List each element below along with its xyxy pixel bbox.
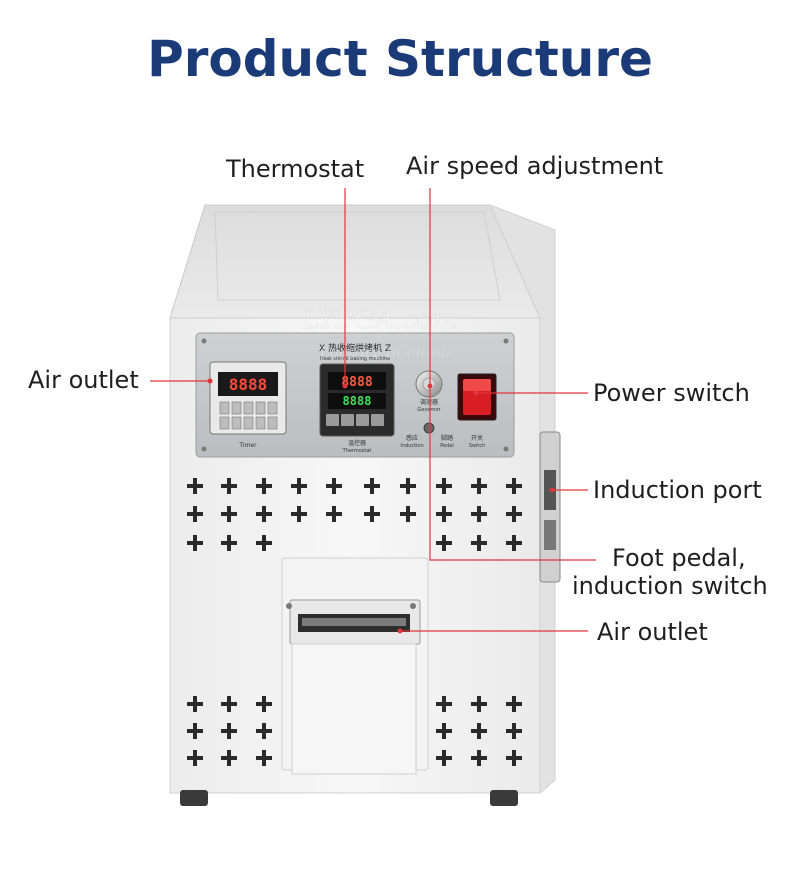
label-air-outlet-bottom: Air outlet — [597, 618, 708, 646]
thermostat-label-en: Thermostat — [342, 448, 372, 454]
label-power-switch: Power switch — [593, 379, 750, 407]
vent-cross — [506, 506, 522, 522]
vent-cross — [256, 723, 272, 739]
watermark-line1: LYBGA.com — [301, 305, 457, 335]
watermark: LYBGA.com Factory in china — [301, 305, 458, 362]
vent-cross — [364, 478, 380, 494]
vent-cross — [471, 535, 487, 551]
governor-label-cn: 调速器 — [420, 398, 438, 406]
label-air-outlet-left: Air outlet — [28, 366, 139, 394]
vent-cross — [506, 478, 522, 494]
vent-cross — [256, 750, 272, 766]
vent-cross — [221, 696, 237, 712]
vent-cross — [221, 535, 237, 551]
machine-feet — [180, 790, 518, 806]
vent-cross — [326, 478, 342, 494]
vent-cross — [187, 535, 203, 551]
timer-display: 8888 — [229, 375, 268, 394]
vent-cross — [221, 750, 237, 766]
pedal-label-cn: 脚踏 — [441, 434, 453, 442]
vent-cross — [221, 478, 237, 494]
vent-cross — [436, 506, 452, 522]
vent-cross — [256, 535, 272, 551]
timer-label: Timer — [238, 442, 257, 449]
vent-cross — [506, 723, 522, 739]
vent-cross — [436, 723, 452, 739]
page-title: Product Structure — [147, 30, 653, 88]
callout-lines — [150, 188, 596, 634]
machine-title: X 热收缩烘烤机 Z — [319, 342, 391, 354]
vent-cross — [471, 696, 487, 712]
vent-cross — [471, 506, 487, 522]
label-thermostat: Thermostat — [226, 155, 365, 183]
label-foot-pedal: Foot pedal, — [612, 544, 746, 572]
timer: 8888 Timer — [209, 361, 287, 449]
vent-cross — [187, 506, 203, 522]
vent-cross — [187, 750, 203, 766]
vent-cross — [506, 750, 522, 766]
air-outlet-nozzle — [281, 557, 429, 775]
vent-cross — [256, 506, 272, 522]
machine-subtitle: Heat shrink baking machine — [320, 356, 390, 362]
vent-cross — [436, 696, 452, 712]
mode-selector: 感应 Induction 脚踏 Pedal 开关 Switch — [400, 422, 486, 449]
label-air-speed-adjustment: Air speed adjustment — [406, 152, 664, 180]
control-panel: X 热收缩烘烤机 Z Heat shrink baking machine 88… — [195, 332, 515, 458]
vent-cross — [400, 478, 416, 494]
vent-cross — [471, 750, 487, 766]
power-rocker-switch — [457, 373, 497, 421]
vent-cross — [471, 723, 487, 739]
vent-cross — [187, 723, 203, 739]
air-speed-knob: 调速器 Governor — [415, 370, 443, 413]
vent-cross — [506, 696, 522, 712]
vent-cross — [256, 478, 272, 494]
vent-cross — [221, 506, 237, 522]
vent-cross — [256, 696, 272, 712]
vent-cross — [187, 478, 203, 494]
vent-cross — [436, 478, 452, 494]
thermostat-display-bottom: 8888 — [343, 394, 372, 408]
switch-label-cn: 开关 — [471, 434, 483, 442]
vent-cross — [291, 478, 307, 494]
vent-cross — [291, 506, 307, 522]
vent-cross — [187, 696, 203, 712]
vent-cross — [471, 478, 487, 494]
induction-label-cn: 感应 — [406, 434, 418, 442]
pedal-label-en: Pedal — [440, 443, 454, 449]
induction-label-en: Induction — [400, 443, 423, 449]
watermark-line2: Factory in china — [318, 343, 450, 362]
label-induction-switch: induction switch — [572, 572, 768, 600]
vent-cross — [400, 506, 416, 522]
ventilation-holes — [187, 478, 522, 766]
induction-port — [539, 431, 561, 583]
vent-cross — [221, 723, 237, 739]
label-induction-port: Induction port — [593, 476, 762, 504]
vent-cross — [364, 506, 380, 522]
thermostat-label-cn: 温控器 — [348, 439, 366, 447]
vent-cross — [506, 535, 522, 551]
switch-label-en: Switch — [469, 443, 486, 449]
vent-cross — [436, 750, 452, 766]
vent-cross — [436, 535, 452, 551]
thermostat-display-top: 8888 — [341, 375, 372, 390]
vent-cross — [326, 506, 342, 522]
thermostat-controller: 8888 8888 温控器 Thermostat — [319, 363, 395, 454]
